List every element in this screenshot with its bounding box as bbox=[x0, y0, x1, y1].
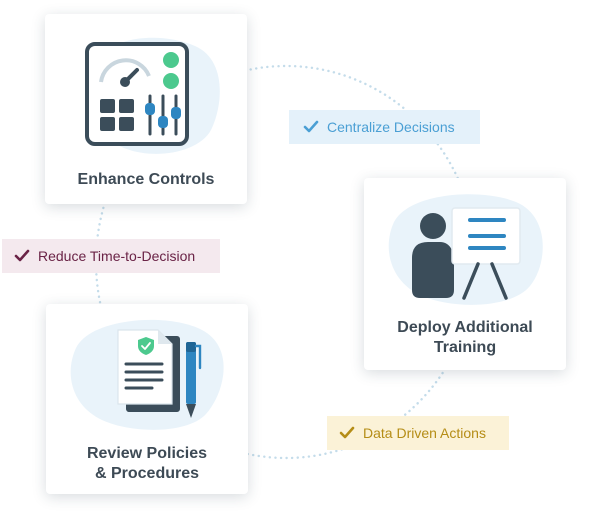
tag-label: Data Driven Actions bbox=[363, 425, 486, 441]
tag-label: Centralize Decisions bbox=[327, 119, 455, 135]
control-panel-icon bbox=[85, 37, 220, 154]
check-icon bbox=[303, 120, 319, 133]
card-title: Deploy Additional Training bbox=[364, 318, 566, 358]
review-policies-card[interactable]: Review Policies & Procedures bbox=[46, 304, 248, 494]
card-title-line-2: & Procedures bbox=[94, 465, 200, 482]
card-title-line-2: Training bbox=[433, 339, 497, 356]
reduce-time-to-decision-tag: Reduce Time-to-Decision bbox=[2, 239, 220, 273]
check-icon bbox=[14, 249, 30, 262]
deploy-training-card[interactable]: Deploy Additional Training bbox=[364, 178, 566, 370]
presenter-icon bbox=[388, 194, 543, 305]
tag-label: Reduce Time-to-Decision bbox=[38, 248, 196, 264]
card-title: Review Policies & Procedures bbox=[46, 444, 248, 484]
card-title: Enhance Controls bbox=[45, 170, 247, 190]
centralize-decisions-tag: Centralize Decisions bbox=[289, 110, 480, 144]
card-title-line-1: Deploy Additional bbox=[397, 319, 533, 336]
policy-document-icon bbox=[70, 319, 224, 430]
enhance-controls-card[interactable]: Enhance Controls bbox=[45, 14, 247, 204]
data-driven-actions-tag: Data Driven Actions bbox=[327, 416, 509, 450]
check-icon bbox=[339, 426, 355, 439]
card-title-line: Enhance Controls bbox=[77, 171, 215, 188]
card-title-line-1: Review Policies bbox=[86, 445, 208, 462]
